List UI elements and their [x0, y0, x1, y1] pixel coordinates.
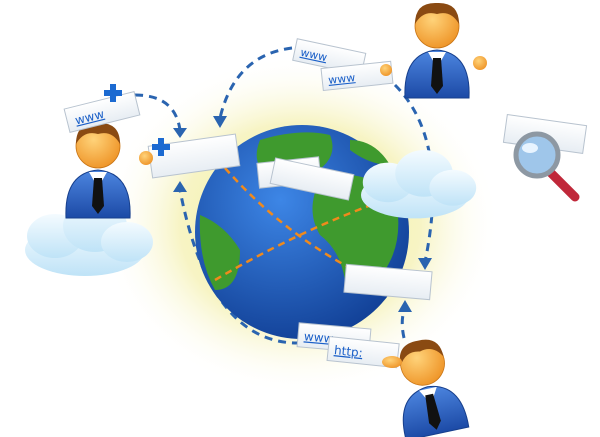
paper-label: www — [303, 329, 334, 346]
document-http-bottom: http: — [326, 335, 400, 369]
person-icon — [65, 122, 153, 219]
arrowheads — [173, 116, 432, 312]
document-www-top-2: www — [320, 60, 394, 92]
document-icon — [147, 133, 433, 301]
hand — [382, 356, 402, 368]
magnifier-icon — [502, 114, 588, 202]
hand — [380, 64, 392, 76]
paper-label: http: — [333, 343, 363, 360]
paper-label: www — [299, 46, 328, 64]
plus-icon — [104, 84, 170, 156]
document-www-left: www — [63, 91, 141, 133]
paper-label: www — [328, 71, 356, 87]
person-icon — [404, 2, 487, 99]
paper-label: www — [74, 107, 106, 128]
